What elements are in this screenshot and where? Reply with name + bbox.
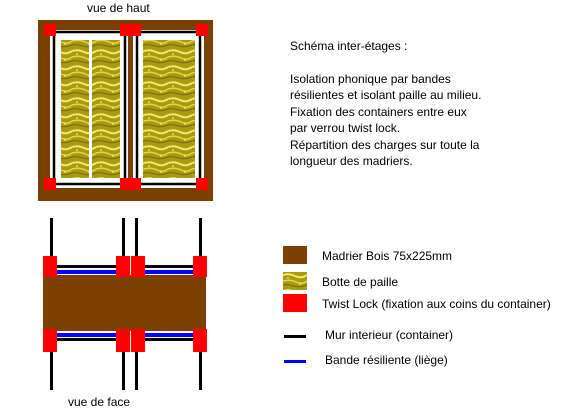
front-view-label: vue de face (68, 395, 131, 409)
straw-bale (143, 40, 195, 178)
legend-label: Bande résiliente (liège) (325, 353, 448, 367)
straw-bale (61, 40, 89, 178)
twist-lock (196, 178, 208, 190)
twist-lock (116, 329, 130, 352)
description-title: Schéma inter-étages : (290, 39, 408, 53)
twist-lock (131, 178, 141, 190)
twist-lock (196, 24, 208, 36)
top-view (38, 20, 213, 201)
twist-lock (44, 24, 56, 36)
container-wall (135, 30, 202, 186)
twist-lock (43, 256, 57, 277)
description-line: Répartition des charges sur toute la (290, 137, 480, 152)
top-view-label: vue de haut (87, 1, 150, 15)
description-line: résilientes et isolant paille au milieu. (290, 88, 482, 102)
description-line: par verrou twist lock. (290, 121, 401, 135)
straw-swatch (283, 272, 307, 290)
description-line: Isolation phonique par bandes (290, 71, 451, 86)
description-line: longueur des madriers. (290, 154, 413, 168)
legend-label: Mur interieur (container) (325, 328, 454, 342)
description-line: Fixation des containers entre eux (290, 104, 467, 119)
twist-lock (120, 24, 131, 36)
container-wall (52, 30, 127, 186)
twist-lock (131, 256, 145, 277)
twist-lock (193, 329, 207, 352)
wood-beam (43, 275, 206, 331)
resilient-band (141, 270, 196, 274)
wall-swatch (284, 335, 306, 338)
container-ceiling (51, 265, 124, 268)
twist-lock (193, 256, 207, 277)
description: Schéma inter-étages : Isolation phonique… (290, 38, 481, 170)
straw-bale (92, 40, 120, 178)
container-floor (136, 338, 201, 341)
resilient-band (56, 333, 120, 337)
front-view (43, 218, 207, 390)
resilient-band (141, 333, 196, 337)
band-swatch (284, 360, 306, 363)
resilient-band (56, 270, 120, 274)
twist-lock (131, 329, 145, 352)
twist-lock (116, 256, 130, 277)
legend-label: Twist Lock (fixation aux coins du contai… (322, 297, 551, 311)
container-ceiling (136, 265, 201, 268)
legend-label: Botte de paille (322, 275, 399, 289)
twist-lock (43, 329, 57, 352)
container-floor (51, 338, 124, 341)
twist-lock (120, 178, 131, 190)
wood-swatch (283, 246, 307, 264)
twist-lock (131, 24, 141, 36)
twist-lock (44, 178, 56, 190)
legend-label: Madrier Bois 75x225mm (322, 249, 453, 263)
twistlock-swatch (283, 294, 307, 312)
